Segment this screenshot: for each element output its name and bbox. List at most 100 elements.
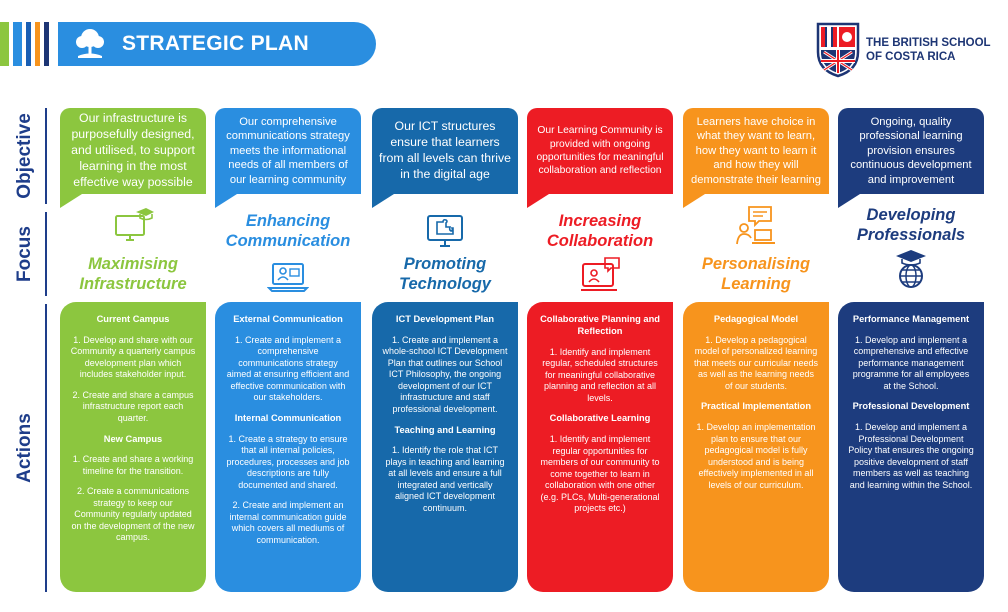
objective-box: Our comprehensive communications strateg…	[215, 108, 361, 194]
focus-title-line1: Maximising	[88, 255, 178, 273]
focus-title: Maximising Infrastructure	[60, 254, 206, 294]
objective-box: Our infrastructure is purposefully desig…	[60, 108, 206, 194]
focus-title-line2: Infrastructure	[79, 275, 187, 293]
objective-notch	[60, 194, 82, 208]
action-heading: Performance Management	[852, 314, 970, 324]
objective-notch	[683, 194, 705, 208]
video-chat-icon	[579, 254, 621, 296]
action-item: 1. Develop and share with our Community …	[70, 334, 196, 380]
title-banner: STRATEGIC PLAN	[58, 22, 376, 66]
row-label-actions: Actions	[14, 413, 35, 483]
focus-area: Personalising Learning	[683, 200, 829, 304]
action-heading: Internal Communication	[234, 412, 342, 423]
school-name-line1: THE BRITISH SCHOOL	[866, 37, 991, 49]
focus-title-line2: Collaboration	[546, 232, 654, 250]
focus-area: Promoting Technology	[372, 200, 518, 304]
focus-title: Increasing Collaboration	[527, 211, 673, 251]
action-heading: Collaborative Planning and Reflection	[540, 314, 660, 336]
plan-column: Our Learning Community is provided with …	[527, 0, 673, 612]
focus-area: Developing Professionals	[838, 200, 984, 304]
page-title: STRATEGIC PLAN	[122, 32, 309, 55]
actions-box: Collaborative Planning and Reflection 1. …	[527, 302, 673, 592]
focus-title-line1: Increasing	[558, 212, 642, 230]
action-item: 1. Develop a pedagogical model of person…	[693, 334, 819, 391]
laptop-user-icon	[266, 256, 310, 298]
monitor-puzzle-icon	[424, 210, 466, 252]
row-divider	[45, 304, 47, 592]
action-heading: Teaching and Learning	[394, 424, 496, 435]
action-item: 1. Identify and implement regular, sched…	[542, 346, 658, 403]
action-item: 1. Create a strategy to ensure that all …	[226, 433, 350, 490]
person-laptop-icon	[735, 204, 777, 246]
stripe	[44, 22, 49, 66]
stripe	[35, 22, 40, 66]
actions-box: Performance Management 1. Develop and imp…	[838, 302, 984, 592]
objective-box: Learners have choice in what they want t…	[683, 108, 829, 194]
plan-column: Our infrastructure is purposefully desig…	[60, 0, 206, 612]
plan-column: Ongoing, quality professional learning p…	[838, 0, 984, 612]
action-heading: Collaborative Learning	[549, 413, 651, 424]
focus-title: Promoting Technology	[372, 254, 518, 294]
focus-title-line1: Enhancing	[245, 212, 331, 230]
plan-column: Learners have choice in what they want t…	[683, 0, 829, 612]
action-heading: New Campus	[103, 433, 163, 444]
action-heading: External Communication	[233, 314, 343, 324]
action-item: 1. Develop an implementation plan to ens…	[696, 422, 816, 490]
objective-notch	[372, 194, 394, 208]
focus-title-line2: Communication	[225, 232, 351, 250]
school-name-line2: OF COSTA RICA	[866, 51, 956, 63]
header-stripes	[0, 22, 53, 66]
actions-box: External Communication 1. Create and impl…	[215, 302, 361, 592]
school-name: THE BRITISH SCHOOL OF COSTA RICA	[866, 36, 991, 64]
focus-title: Enhancing Communication	[215, 211, 361, 251]
plan-column: Our ICT structures ensure that learners …	[372, 0, 518, 612]
actions-box: Current Campus 1. Develop and share with …	[60, 302, 206, 592]
focus-title: Personalising Learning	[683, 254, 829, 294]
actions-box: Pedagogical Model 1. Develop a pedagogica…	[683, 302, 829, 592]
school-crest-logo	[816, 22, 860, 78]
action-heading: ICT Development Plan	[395, 314, 495, 324]
stripe	[13, 22, 22, 66]
row-divider	[45, 108, 47, 204]
globe-graduation-icon	[890, 248, 932, 290]
focus-title-line1: Personalising	[701, 255, 811, 273]
action-item: 2. Create and share a campus infrastruct…	[72, 389, 194, 423]
row-label-objective: Objective	[14, 113, 36, 199]
action-item: 2. Create and implement an internal comm…	[229, 500, 347, 545]
tree-icon	[76, 29, 104, 58]
computer-graduation-icon	[112, 204, 154, 246]
action-item: 1. Develop and implement a comprehensive…	[852, 334, 970, 391]
row-divider	[45, 212, 47, 296]
stripe	[0, 22, 9, 66]
focus-area: Enhancing Communication	[215, 200, 361, 304]
objective-notch	[527, 194, 549, 208]
focus-title-line2: Technology	[399, 275, 491, 293]
action-heading: Pedagogical Model	[713, 314, 799, 324]
focus-title-line2: Learning	[721, 275, 791, 293]
plan-column: Our comprehensive communications strateg…	[215, 0, 361, 612]
stripe	[26, 22, 31, 66]
focus-title: Developing Professionals	[838, 205, 984, 245]
action-item: 1. Create and share a working timeline f…	[72, 454, 194, 476]
focus-title-line1: Developing	[866, 206, 956, 224]
action-item: 1. Create and implement a whole-school I…	[382, 334, 508, 414]
row-label-focus: Focus	[14, 226, 36, 282]
action-item: 2. Create a communications strategy to k…	[71, 486, 195, 543]
objective-box: Our Learning Community is provided with …	[527, 108, 673, 194]
objective-box: Ongoing, quality professional learning p…	[838, 108, 984, 194]
action-item: 1. Identify the role that ICT plays in t…	[385, 445, 505, 513]
action-item: 1. Identify and implement regular opport…	[540, 434, 660, 514]
focus-area: Maximising Infrastructure	[60, 200, 206, 304]
objective-box: Our ICT structures ensure that learners …	[372, 108, 518, 194]
action-item: 1. Develop and implement a Professional …	[848, 422, 974, 490]
focus-area: Increasing Collaboration	[527, 200, 673, 304]
objective-notch	[838, 194, 860, 208]
action-item: 1. Create and implement a comprehensive …	[226, 334, 350, 403]
objective-notch	[215, 194, 237, 208]
action-heading: Professional Development	[852, 401, 970, 412]
action-heading: Practical Implementation	[700, 401, 812, 412]
focus-title-line1: Promoting	[403, 255, 487, 273]
actions-box: ICT Development Plan 1. Create and implem…	[372, 302, 518, 592]
focus-title-line2: Professionals	[856, 226, 966, 244]
action-heading: Current Campus	[96, 314, 170, 324]
